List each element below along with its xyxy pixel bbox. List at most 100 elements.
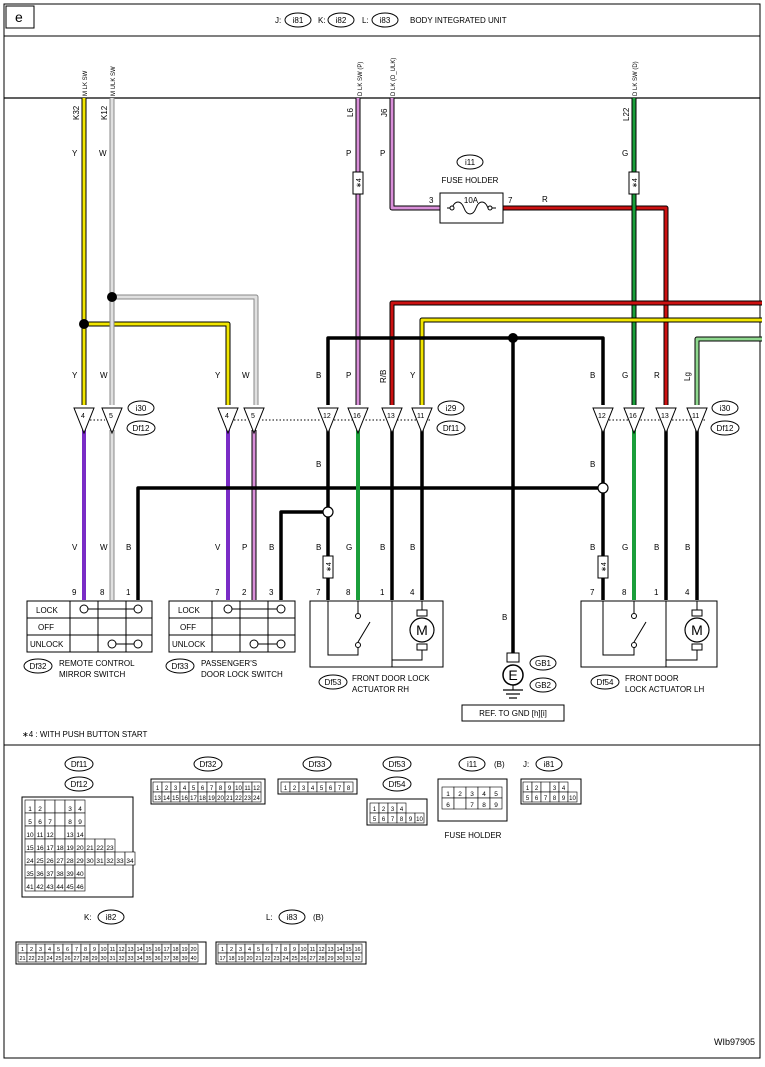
pin-number: 15 — [145, 947, 151, 953]
wire-fuse-out-red — [503, 206, 668, 405]
pin-number: 5 — [320, 786, 324, 792]
wire-label-b-3: B — [316, 460, 321, 469]
wire-label-y-4: Y — [410, 371, 416, 380]
svg-text:11: 11 — [417, 413, 424, 420]
splice-white — [107, 292, 117, 302]
pin-number: 8 — [553, 796, 557, 802]
pin-number: 42 — [36, 884, 44, 891]
page-frame — [3, 3, 761, 1059]
ref-i29: i29 — [446, 404, 457, 413]
pin-number: 7 — [338, 786, 342, 792]
df33-oval — [165, 658, 195, 674]
ref-i30-a: i30 — [136, 404, 147, 413]
view-i82-body — [15, 941, 207, 965]
star4-marker-lh: ∗4 — [597, 555, 609, 579]
df32-oval — [23, 658, 53, 674]
gb1-oval — [529, 655, 557, 671]
pin-number: 14 — [336, 947, 342, 953]
df53-oval — [318, 674, 348, 690]
pin-number: 2 — [230, 947, 233, 953]
view-i11-body — [437, 778, 508, 822]
pin-func-d-lk-sw-d: D LK SW (D) — [633, 61, 639, 96]
pin-number: 22 — [235, 796, 242, 802]
view-i83-label: i83 — [287, 913, 298, 922]
pin-number: 46 — [76, 884, 84, 891]
wire-label-b-2: B — [590, 371, 595, 380]
pin-number: 18 — [56, 845, 64, 852]
act-pin-8-lh: 8 — [622, 588, 627, 597]
pin-number: 35 — [145, 956, 151, 962]
pin-number: 9 — [562, 796, 566, 802]
pin-number: 31 — [345, 956, 351, 962]
pin-number: 9 — [93, 947, 96, 953]
view-i81-body — [520, 778, 582, 805]
header-i81: i81 — [293, 16, 304, 25]
pin-number: 13 — [154, 796, 161, 802]
svg-text:13: 13 — [661, 413, 669, 420]
ref-oval-i30-a — [127, 400, 155, 416]
page-tag-box — [5, 5, 35, 29]
view-df53-body — [366, 798, 428, 826]
df33-id: Df33 — [172, 662, 189, 671]
view-i81-label: i81 — [544, 760, 555, 769]
view-df32-body — [150, 778, 266, 805]
splice-rh-ground — [322, 506, 334, 518]
pin-number: 20 — [76, 845, 84, 852]
gb2-id: GB2 — [535, 681, 552, 690]
pin-number: 10 — [569, 796, 576, 802]
wire-label-y-3: Y — [215, 371, 221, 380]
pin-number: 5 — [257, 947, 260, 953]
pin-cell — [567, 791, 578, 803]
pin-number: 27 — [56, 858, 64, 865]
pin-number: 34 — [136, 956, 142, 962]
act-pin-4-lh: 4 — [685, 588, 690, 597]
junction-pin-4-a: 4 — [73, 407, 95, 435]
wire-label-r-1: R — [542, 195, 548, 204]
view-i82-label: i82 — [106, 913, 117, 922]
pin-number: 7 — [470, 802, 474, 809]
pin-number: 10 — [26, 832, 34, 839]
junction-pin-5-a: 5 — [101, 407, 123, 435]
pin-number: 21 — [86, 845, 94, 852]
pin-number: 10 — [416, 817, 423, 823]
pin-number: 21 — [19, 956, 25, 962]
pin-number: 6 — [535, 796, 539, 802]
pin-number: 19 — [181, 947, 187, 953]
wire-j6-pink — [390, 98, 440, 210]
ground-ref-box — [461, 704, 565, 722]
pin-number: 6 — [446, 802, 450, 809]
wire-label-b-4: B — [590, 460, 595, 469]
header-k-label: K: — [318, 16, 326, 25]
pin-number: 9 — [409, 817, 413, 823]
pin-number: 21 — [226, 796, 233, 802]
wire-ground-bus — [326, 336, 605, 405]
pin-number: 38 — [172, 956, 178, 962]
pin-number: 26 — [64, 956, 70, 962]
wire-fuse-out-outline — [503, 205, 669, 405]
pin-number: 39 — [66, 871, 74, 878]
pin-number: 5 — [526, 796, 530, 802]
df33-name-1: PASSENGER'S — [201, 659, 257, 668]
ground-symbol — [502, 652, 524, 699]
pin-number: 7 — [275, 947, 278, 953]
pin-number: 27 — [309, 956, 315, 962]
view-k-prefix: K: — [84, 913, 92, 922]
pin-number: 20 — [190, 947, 196, 953]
view-i11-oval — [458, 756, 486, 772]
wire-label-y-1: Y — [72, 149, 78, 158]
pin-number: 2 — [535, 786, 539, 792]
sw-pin-9: 9 — [72, 588, 77, 597]
pin-number: 15 — [26, 845, 34, 852]
pin-number: 7 — [48, 819, 52, 826]
wire-label-b-13: B — [502, 613, 507, 622]
pin-number: 36 — [36, 871, 44, 878]
ref-oval-i29 — [437, 400, 465, 416]
svg-text:16: 16 — [629, 413, 637, 420]
view-i11-label: i11 — [467, 760, 478, 769]
junction-pin-16-b: 16 — [623, 407, 645, 435]
pin-number: 17 — [163, 947, 169, 953]
pin-number: 32 — [106, 858, 114, 865]
pin-l6: L6 — [346, 108, 355, 117]
pin-number: 14 — [163, 796, 170, 802]
